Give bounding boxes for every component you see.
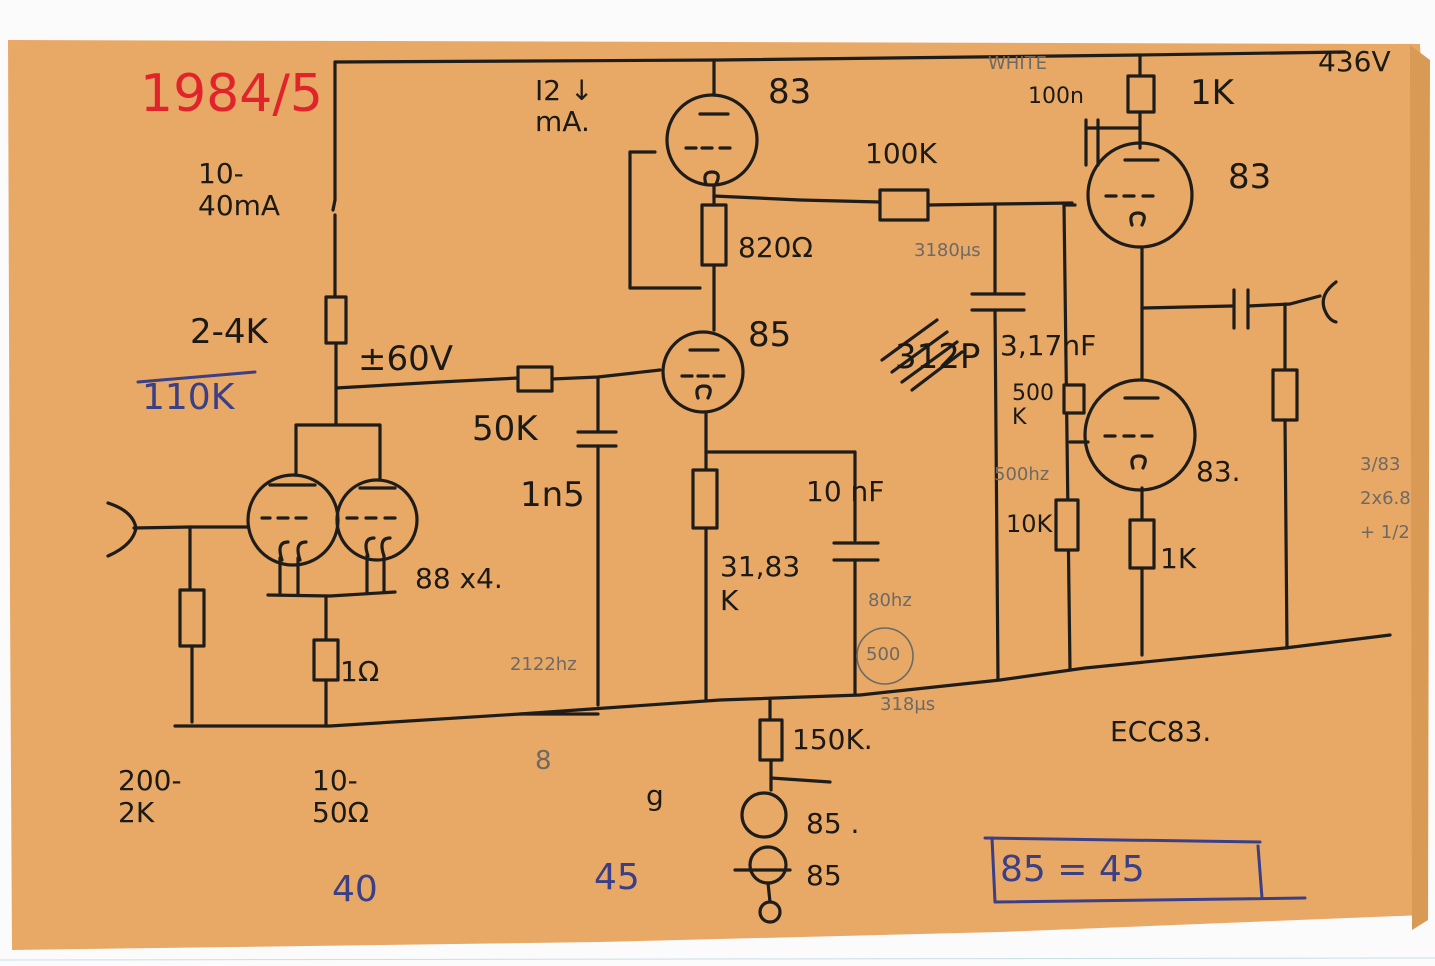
- input-load-symbol: [178, 588, 206, 648]
- circled-500-label: 500: [866, 644, 901, 665]
- tube-85-bottom-b: [748, 845, 788, 885]
- white-note-label: WHITE: [988, 53, 1048, 74]
- res-10k-symbol: [1054, 498, 1080, 552]
- input-tube-1: [246, 473, 340, 567]
- margin-note-label: 3/83 2x6.8 + 1/2: [1360, 454, 1411, 544]
- res-150k-symbol: [758, 718, 784, 762]
- tube-85-bottom-a: [740, 791, 788, 839]
- input-jack: [106, 501, 138, 558]
- equation-box: [990, 836, 1307, 904]
- plate-resistor-label: 31,83 K: [720, 550, 801, 617]
- squiggle-a-label: g: [646, 779, 664, 812]
- res-10k-label: 10K: [1006, 510, 1053, 538]
- input-load-label: 200- 2K: [118, 764, 182, 830]
- tube-83-right-label: 83: [1228, 157, 1272, 197]
- tube-83-low: [1083, 378, 1197, 492]
- ref-45-label: 45: [594, 857, 640, 898]
- year-label: 1984/5: [140, 64, 323, 124]
- tube-type-label: ECC83.: [1110, 715, 1212, 748]
- tail-resistor-symbol: [324, 295, 348, 345]
- grid-stop-resistor-symbol: [516, 365, 554, 393]
- source-range-label: 10- 50Ω: [312, 764, 370, 830]
- tc-cap-label: 10 nF: [806, 475, 885, 508]
- ht-rail: [333, 50, 1347, 64]
- cathode-1ohm-symbol: [312, 638, 340, 682]
- tail-current-label: 10- 40mA: [198, 157, 281, 223]
- res-150k-label: 150K.: [792, 723, 873, 756]
- tube-83-top: [665, 93, 759, 187]
- pencil-80hz-label: 80hz: [868, 590, 912, 611]
- res-100k-label: 100K: [865, 137, 937, 170]
- tube-83-top-label: 83: [768, 72, 812, 112]
- ref-85a-label: 85 .: [806, 807, 860, 840]
- cathode-1ohm-label: 1Ω: [340, 655, 380, 688]
- tube-85: [661, 330, 745, 414]
- cap-312-label: 312P: [895, 337, 981, 377]
- tube-83-low-label: 83.: [1196, 455, 1241, 488]
- filter-cap-label: 1n5: [520, 475, 585, 515]
- cap-317-label: 3,17nF: [1000, 329, 1097, 362]
- plate-resistor-symbol: [691, 468, 719, 530]
- tube-85-label: 85: [748, 315, 792, 355]
- corner-2122-label: 2122hz: [510, 654, 577, 675]
- cathode-820-label: 820Ω: [738, 231, 813, 264]
- circle-500: [856, 627, 914, 685]
- tail-resistor-label: 2-4K: [190, 312, 268, 352]
- ref-85b-label: 85: [806, 859, 842, 892]
- cathode-820-symbol: [700, 203, 728, 267]
- res-1k-low-label: 1K: [1160, 542, 1197, 575]
- squiggle-b-label: 8: [535, 746, 552, 776]
- equation-label: 85 = 45: [1000, 849, 1145, 890]
- source-alt-label: 40: [332, 869, 378, 910]
- tail-resistor-alt-label: 110K: [142, 377, 235, 418]
- res-1k-low-symbol: [1128, 518, 1156, 570]
- input-tube-2: [335, 478, 419, 562]
- grid-stop-label: 50K: [472, 409, 538, 449]
- anode-current-label: I2 ↓ mA.: [535, 74, 594, 138]
- res-500k-symbol: [1062, 383, 1086, 415]
- res-500k-label: 500 K: [1012, 381, 1054, 431]
- output-load-symbol: [1271, 368, 1299, 422]
- cathode-voltage-label: ±60V: [358, 339, 454, 379]
- res-1k-top-symbol: [1126, 74, 1156, 114]
- tube-83-right: [1086, 141, 1194, 249]
- pencil-3180-label: 3180μs: [914, 240, 981, 261]
- input-tubes-label: 88 x4.: [415, 562, 503, 595]
- output-jack: [1321, 280, 1338, 324]
- pencil-318-label: 318μs: [880, 694, 936, 715]
- res-100k-symbol: [878, 188, 930, 222]
- ground-bus: [173, 633, 1392, 728]
- supply-voltage-label: 436V: [1318, 45, 1391, 78]
- pencil-500hz-label: 500hz: [994, 464, 1050, 485]
- cap-100n-label: 100n: [1028, 84, 1084, 109]
- res-1k-top-label: 1K: [1190, 73, 1234, 113]
